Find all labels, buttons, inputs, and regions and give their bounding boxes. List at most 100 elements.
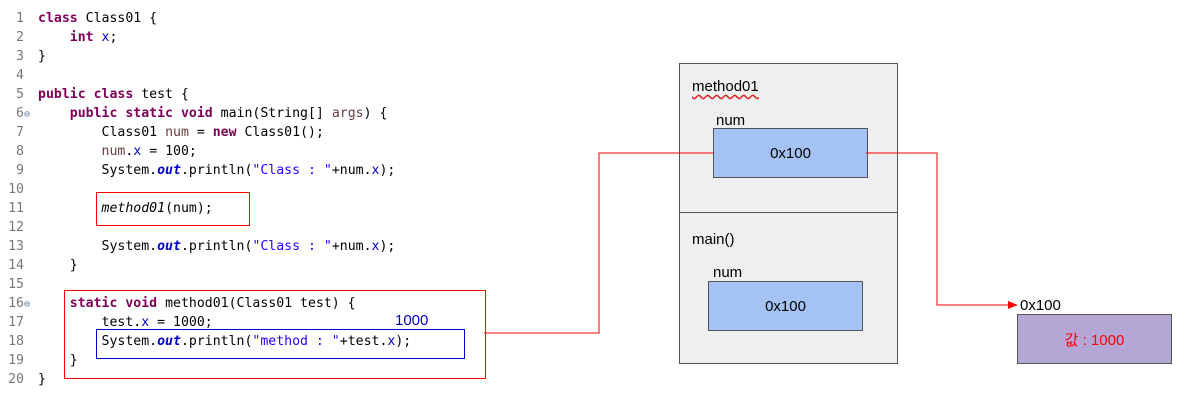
- code-text: System.: [101, 239, 158, 254]
- line-number: 11: [8, 201, 24, 216]
- string-literal: "Class : ": [252, 163, 332, 178]
- keyword: class: [38, 11, 78, 26]
- code-text: +num.: [331, 239, 372, 254]
- code-text: = 1000;: [149, 315, 213, 330]
- keyword: static: [125, 106, 173, 121]
- string-literal: "method : ": [252, 334, 340, 349]
- frame-label-main: main(): [692, 231, 735, 248]
- code-line-4: 4: [0, 66, 24, 85]
- heap-object: 값 : 1000: [1017, 314, 1172, 364]
- code-text: +num.: [331, 163, 372, 178]
- keyword: class: [93, 87, 134, 102]
- code-text: );: [379, 239, 396, 254]
- code-text: Class01();: [236, 125, 324, 140]
- line-number: 17: [8, 315, 24, 330]
- code-text: .println(: [180, 334, 253, 349]
- code-line-2: 2 int x;: [0, 28, 117, 47]
- code-text: }: [69, 258, 78, 273]
- code-text: }: [38, 372, 46, 387]
- keyword: void: [125, 296, 158, 311]
- keyword: void: [180, 106, 213, 121]
- keyword: public: [69, 106, 118, 121]
- line-number: 2: [16, 30, 24, 45]
- code-line-7: 7 Class01 num = new Class01();: [0, 123, 324, 142]
- line-number: 15: [8, 277, 24, 292]
- code-line-5: 5 public class test {: [0, 85, 189, 104]
- fold-icon[interactable]: ⊖: [24, 109, 31, 120]
- line-number: 16: [8, 296, 24, 311]
- line-number: 18: [8, 334, 24, 349]
- line-number: 6: [16, 106, 24, 121]
- line-number: 13: [8, 239, 24, 254]
- code-text: Class01 {: [77, 11, 158, 26]
- static-field: out: [157, 163, 181, 178]
- line-number: 7: [16, 125, 24, 140]
- field-name: x: [371, 163, 380, 178]
- code-line-9: 9 System.out.println("Class : "+num.x);: [0, 161, 395, 180]
- code-text: Class01: [101, 125, 166, 140]
- code-text: .: [125, 144, 134, 159]
- line-number: 9: [16, 163, 24, 178]
- code-line-12: 12: [0, 218, 24, 237]
- code-text: .println(: [180, 239, 253, 254]
- arrow-head-icon: [1008, 301, 1018, 309]
- field-name: x: [371, 239, 380, 254]
- keyword: static: [69, 296, 118, 311]
- code-text: method01(Class01 test) {: [157, 296, 356, 311]
- code-text: System.: [101, 163, 158, 178]
- reference-arrow: [866, 152, 1010, 306]
- local-var: num: [101, 144, 126, 159]
- code-text: = 100;: [141, 144, 197, 159]
- param-name: args: [331, 106, 364, 121]
- code-text: ) {: [363, 106, 388, 121]
- code-line-10: 10: [0, 180, 24, 199]
- line-number: 20: [8, 372, 24, 387]
- method-body-highlight: [64, 290, 486, 379]
- line-number: 8: [16, 144, 24, 159]
- line-number: 14: [8, 258, 24, 273]
- code-text: (num);: [165, 201, 213, 216]
- code-text: }: [38, 49, 46, 64]
- annotation-value: 1000: [395, 312, 429, 329]
- line-number: 10: [8, 182, 24, 197]
- heap-address: 0x100: [1020, 297, 1061, 314]
- fold-icon[interactable]: ⊖: [24, 299, 31, 310]
- code-text: ;: [109, 30, 118, 45]
- code-text: test.: [101, 315, 142, 330]
- method-call-highlight: [96, 192, 250, 226]
- method-call: method01: [101, 201, 166, 216]
- static-field: out: [157, 239, 181, 254]
- code-line-13: 13 System.out.println("Class : "+num.x);: [0, 237, 395, 256]
- code-line-15: 15: [0, 275, 24, 294]
- println-highlight: [96, 329, 465, 359]
- local-var: num: [165, 125, 189, 140]
- code-line-6: 6⊖ public static void main(String[] args…: [0, 104, 387, 123]
- keyword: int: [69, 30, 94, 45]
- code-text: test {: [133, 87, 189, 102]
- code-text: System.: [101, 334, 158, 349]
- line-number: 3: [16, 49, 24, 64]
- code-line-20: 20 }: [0, 370, 46, 389]
- line-number: 4: [16, 68, 24, 83]
- line-number: 1: [16, 11, 24, 26]
- keyword: public: [38, 87, 86, 102]
- code-text: .println(: [180, 163, 253, 178]
- code-editor: 1 class Class01 { 2 int x; 3 } 4 5 publi…: [0, 0, 560, 403]
- var-cell-num-main: 0x100: [708, 281, 863, 331]
- code-text: );: [379, 163, 396, 178]
- field-name: x: [141, 315, 150, 330]
- code-line-3: 3 }: [0, 47, 46, 66]
- code-text: }: [69, 353, 78, 368]
- frame-label-method01: method01: [692, 78, 759, 95]
- keyword: new: [212, 125, 237, 140]
- field-name: x: [101, 30, 110, 45]
- code-text: main(String[]: [212, 106, 332, 121]
- code-text: +test.: [339, 334, 388, 349]
- field-name: x: [133, 144, 142, 159]
- line-number: 12: [8, 220, 24, 235]
- code-line-1: 1 class Class01 {: [0, 9, 157, 28]
- line-number: 19: [8, 353, 24, 368]
- code-line-19: 19 }: [0, 351, 78, 370]
- param-connector: [484, 152, 713, 334]
- code-line-8: 8 num.x = 100;: [0, 142, 197, 161]
